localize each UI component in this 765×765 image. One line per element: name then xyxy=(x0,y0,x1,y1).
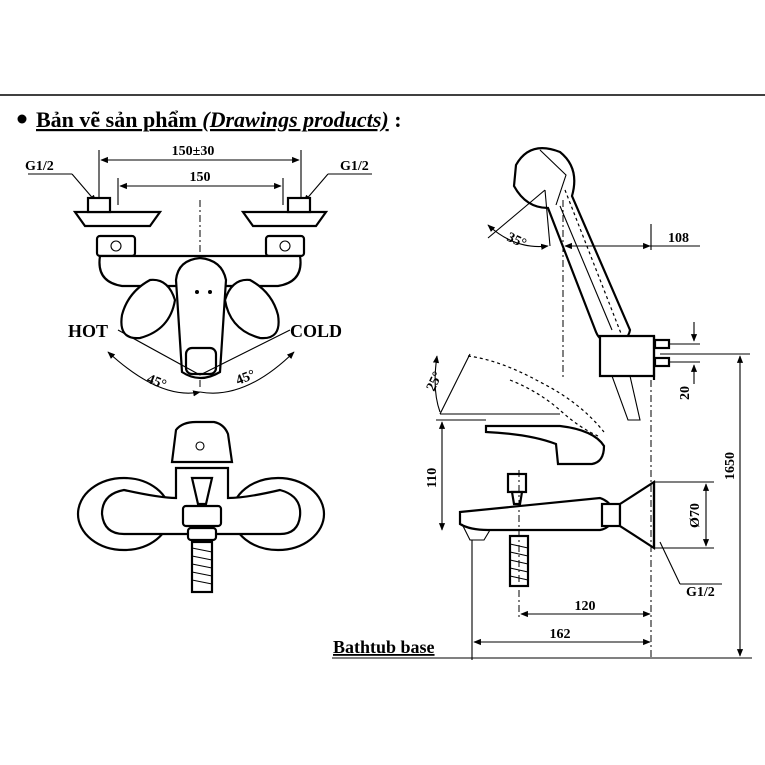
bathtub-base-label: Bathtub base xyxy=(333,637,435,657)
dim-inner-label: 150 xyxy=(190,170,211,185)
dim-110-label: 110 xyxy=(425,468,440,488)
label-cold: COLD xyxy=(290,321,342,341)
dim-70-label: Ø70 xyxy=(688,503,703,528)
angle-right-label: 45° xyxy=(234,367,258,388)
title-normal: Bản vẽ sản phẩm xyxy=(36,107,202,132)
title-italic: (Drawings products) xyxy=(202,107,388,132)
thread-left-label: G1/2 xyxy=(25,159,54,174)
dim-outer-label: 150±30 xyxy=(172,144,215,159)
dim-1650-label: 1650 xyxy=(723,452,738,480)
side-thread-label: G1/2 xyxy=(686,585,715,600)
angle-left-label: 45° xyxy=(145,372,169,393)
top-view: 150±30 150 G1/2 G1/2 HOT xyxy=(25,144,372,397)
lever-angle-label: 25° xyxy=(424,370,446,394)
dim-120-label: 120 xyxy=(575,599,596,614)
shower-angle-label: 35° xyxy=(504,230,528,252)
section-title: Bản vẽ sản phẩm (Drawings products) : xyxy=(36,107,402,132)
bullet-icon xyxy=(17,114,27,124)
dim-162-label: 162 xyxy=(550,627,571,642)
label-hot: HOT xyxy=(68,321,108,341)
front-view xyxy=(76,420,326,594)
side-view: 35° 108 20 1650 25° 110 xyxy=(332,147,752,660)
title-suffix: : xyxy=(389,107,402,132)
thread-right-label: G1/2 xyxy=(340,159,369,174)
dim-20-label: 20 xyxy=(678,386,693,400)
dim-108-label: 108 xyxy=(668,231,689,246)
